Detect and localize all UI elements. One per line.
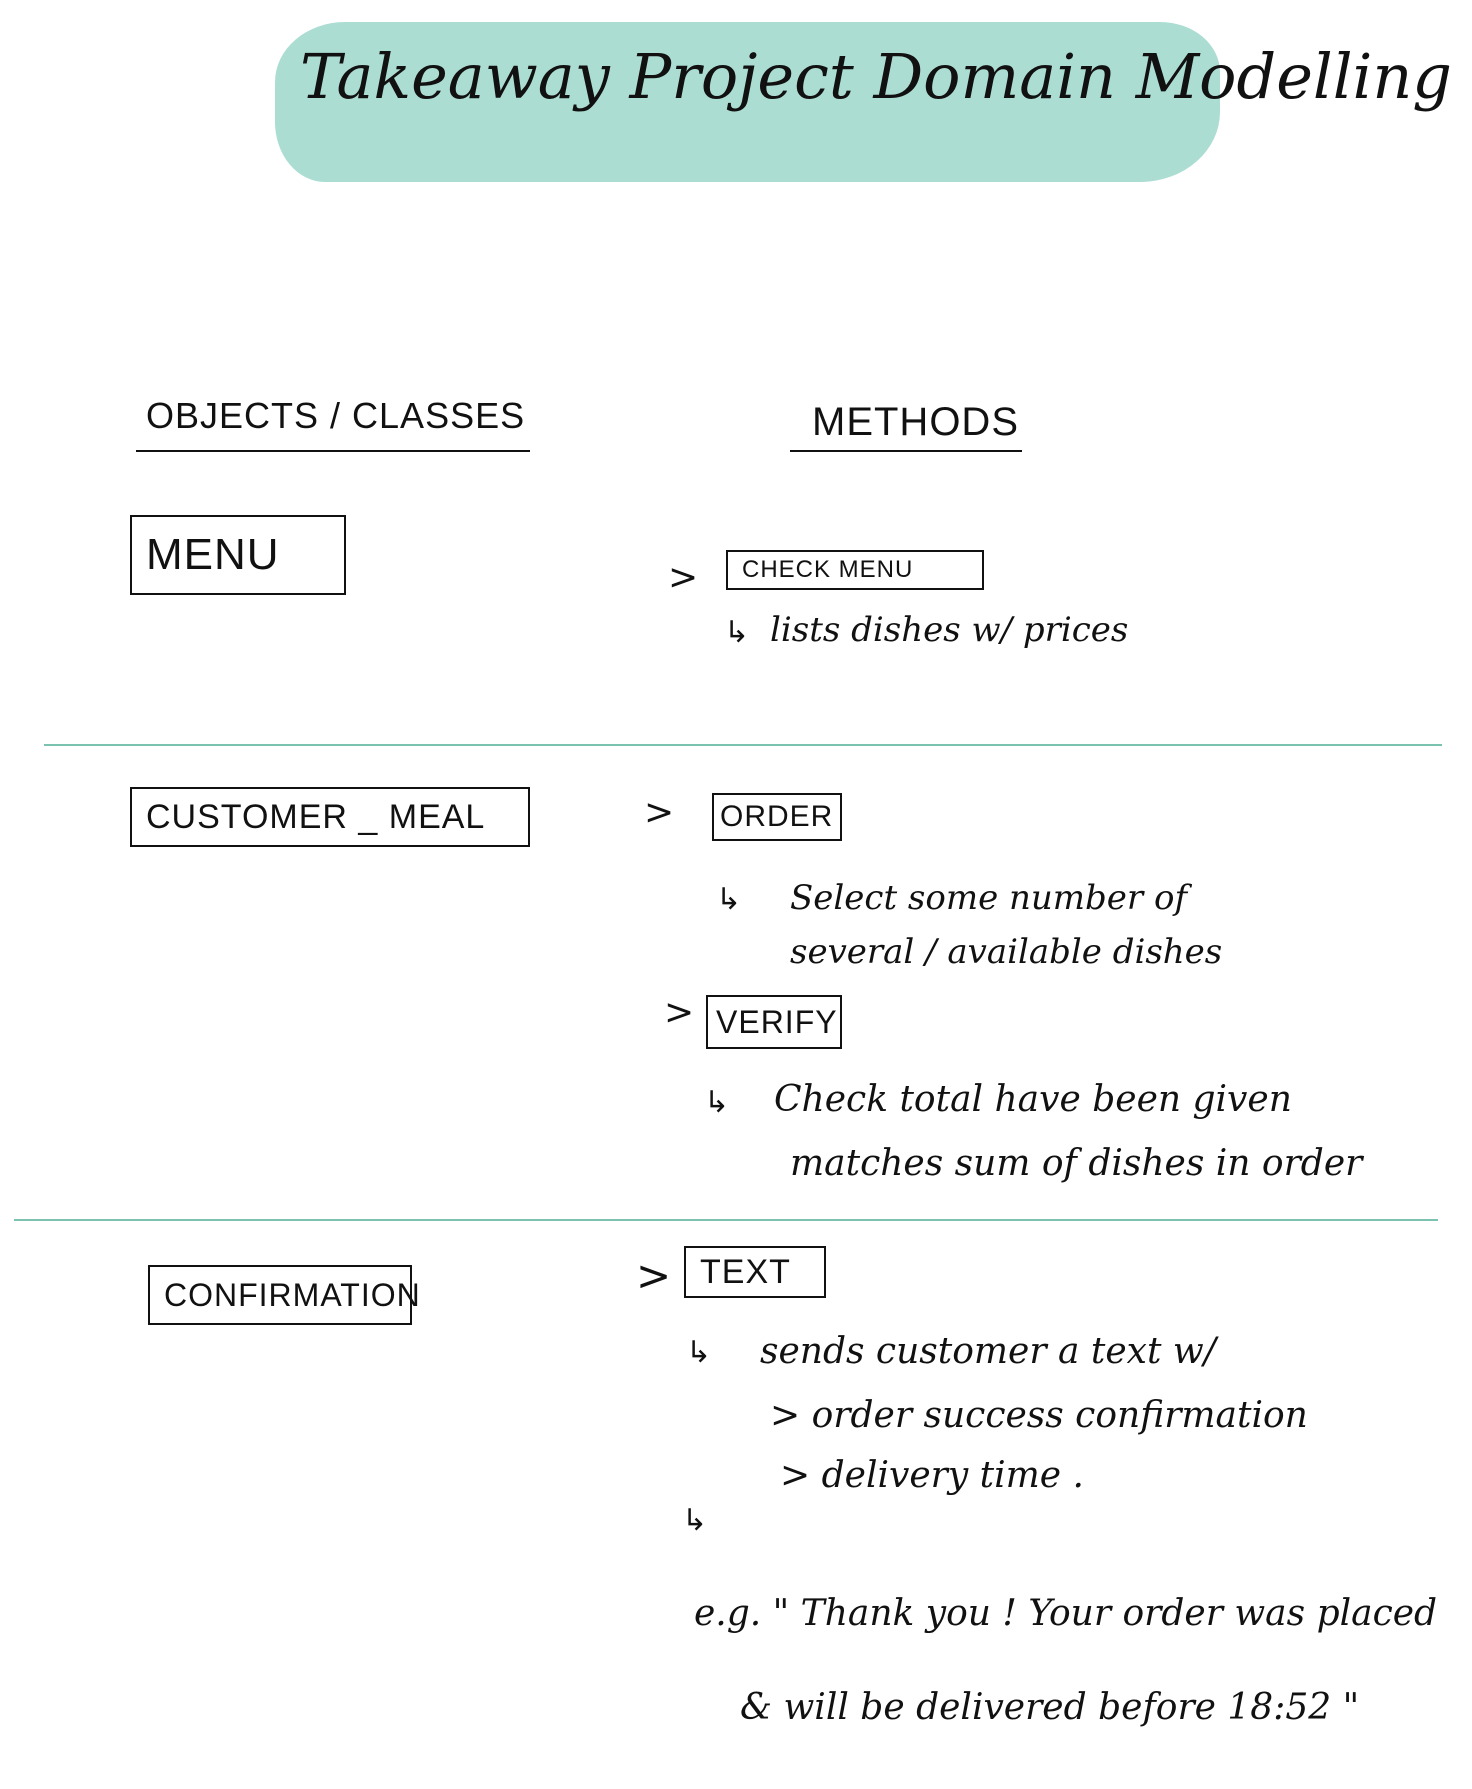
return-arrow-icon: ↳ <box>682 1503 708 1538</box>
methods-header-underline <box>790 450 1022 452</box>
method-name: TEXT <box>700 1252 791 1291</box>
class-name: CUSTOMER _ MEAL <box>146 797 486 836</box>
class-name: CONFIRMATION <box>164 1276 421 1313</box>
method-detail: lists dishes w/ prices <box>770 610 1129 650</box>
class-box-menu: MENU <box>130 515 346 595</box>
method-name: CHECK MENU <box>742 556 914 583</box>
method-name: ORDER <box>720 800 834 833</box>
method-name: VERIFY <box>716 1003 838 1040</box>
page-title: Takeaway Project Domain Modelling <box>300 40 1452 113</box>
bullet-arrow-icon: > <box>664 992 695 1033</box>
method-detail: several / available dishes <box>790 932 1223 972</box>
method-detail: matches sum of dishes in order <box>790 1143 1363 1184</box>
example-message: e.g. " Thank you ! Your order was placed <box>694 1593 1438 1634</box>
method-detail: Check total have been given <box>774 1079 1292 1120</box>
method-detail: > order success confirmation <box>770 1395 1308 1436</box>
title-highlight <box>275 22 1220 182</box>
class-box-confirmation: CONFIRMATION <box>148 1265 420 1325</box>
bullet-arrow-icon: > <box>644 792 675 833</box>
bullet-arrow-icon: > <box>636 1251 672 1300</box>
section-divider <box>44 744 1442 746</box>
method-box-verify: VERIFY <box>706 995 842 1049</box>
class-box-customer-meal: CUSTOMER _ MEAL <box>130 787 530 847</box>
objects-header-underline <box>136 450 530 452</box>
return-arrow-icon: ↳ <box>716 882 742 917</box>
method-detail: sends customer a text w/ <box>760 1331 1216 1372</box>
method-box-check-menu: CHECK MENU <box>726 550 984 590</box>
section-divider <box>14 1219 1438 1221</box>
return-arrow-icon: ↳ <box>686 1335 712 1370</box>
example-message: & will be delivered before 18:52 " <box>740 1687 1360 1728</box>
method-detail: Select some number of <box>790 878 1188 918</box>
methods-header: METHODS <box>812 400 1019 444</box>
objects-header: OBJECTS / CLASSES <box>146 395 526 436</box>
bullet-arrow-icon: > <box>668 557 699 598</box>
return-arrow-icon: ↳ <box>704 1085 730 1120</box>
method-detail: > delivery time . <box>780 1455 1084 1496</box>
class-name: MENU <box>146 530 280 579</box>
method-box-text: TEXT <box>684 1246 826 1298</box>
return-arrow-icon: ↳ <box>724 615 750 650</box>
method-box-order: ORDER <box>712 793 842 841</box>
